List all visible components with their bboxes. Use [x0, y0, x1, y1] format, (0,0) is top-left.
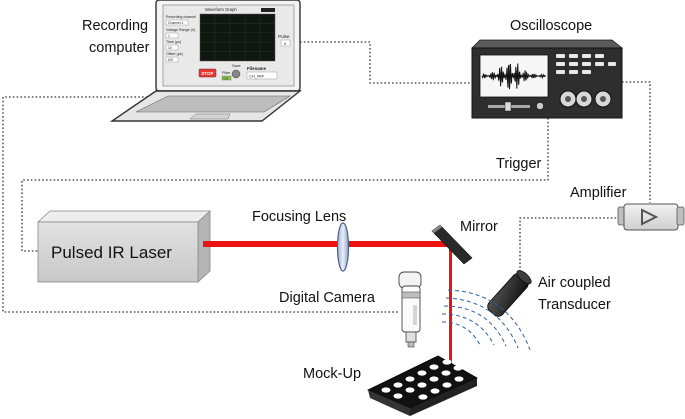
mockup-front [368, 390, 410, 416]
save-label: Save [232, 64, 241, 68]
wire-computer-scope [300, 41, 472, 84]
camera-lens-barrel [405, 331, 417, 343]
time-value: 10 [168, 46, 172, 50]
recording-computer-label-line2: computer [89, 40, 150, 56]
recording-channel-value: Channel 1 [168, 21, 184, 25]
wire-amplifier-transducer [519, 217, 620, 276]
voltage-range-label: Voltage Range (V) [166, 28, 195, 32]
recording-computer: Waveform Graph Recording channel Channel… [109, 0, 303, 122]
scope-small-knob[interactable] [536, 102, 544, 110]
mock-up-label: Mock-Up [303, 366, 361, 382]
pulse-label: Pulse [278, 34, 290, 39]
pulse-field[interactable] [280, 39, 291, 47]
filename-label: Filename [247, 66, 267, 71]
mirror-label: Mirror [460, 219, 498, 235]
laptop-keyboard [135, 95, 292, 113]
mock-up [367, 355, 478, 416]
mirror [431, 224, 473, 265]
laser-front-face [37, 221, 199, 283]
scope-buttons[interactable] [556, 54, 616, 74]
recording-channel-label: Recording channel [166, 15, 196, 19]
camera-label-strip [413, 305, 417, 325]
stop-button-label: STOP [202, 71, 214, 76]
filter-value: ON [224, 76, 229, 80]
offset-value: 100 [168, 58, 174, 62]
laser-beam-vertical [449, 244, 452, 366]
pulsed-ir-laser [36, 210, 212, 283]
amplifier [617, 203, 685, 231]
trigger-label: Trigger [496, 156, 542, 172]
mockup-side [410, 378, 477, 416]
focusing-lens [336, 222, 350, 272]
stop-button[interactable] [198, 68, 217, 78]
filter-toggle[interactable] [221, 75, 232, 81]
voltage-range-field[interactable] [165, 32, 179, 39]
digital-camera-label: Digital Camera [279, 290, 376, 306]
connection-wires [2, 41, 651, 313]
scope-top-face [471, 39, 624, 49]
graph-title: Waveform Graph [205, 7, 237, 12]
laser-beam-horizontal [203, 241, 453, 247]
laser-top-face [36, 210, 212, 223]
oscilloscope-label: Oscilloscope [510, 18, 592, 34]
voltage-range-value: 1 [168, 34, 170, 38]
scope-knob-1-center [565, 96, 571, 102]
filter-label: Filter [222, 71, 231, 75]
save-knob[interactable] [231, 69, 241, 79]
amplifier-triangle-icon [641, 208, 659, 226]
scope-waveform [481, 63, 547, 90]
acoustic-waves [441, 289, 531, 351]
air-coupled-transducer [487, 270, 532, 317]
wire-scope-amplifier [622, 81, 651, 203]
air-coupled-label-line2: Transducer [538, 297, 611, 313]
wire-computer-camera [2, 96, 398, 313]
laser-beam [203, 241, 453, 366]
focusing-lens-label: Focusing Lens [252, 209, 346, 225]
oscilloscope [471, 39, 624, 119]
recording-computer-label-line1: Recording [82, 18, 148, 34]
amplifier-body [623, 203, 679, 231]
pulse-value: 0 [284, 41, 287, 46]
amplifier-connector-right [676, 206, 685, 226]
graph-legend [261, 8, 275, 12]
scope-knob-2-center [581, 96, 587, 102]
recording-channel-field[interactable] [165, 19, 189, 26]
mockup-holes [381, 359, 464, 400]
camera-band [401, 291, 421, 299]
filename-value: CH_### [249, 74, 264, 79]
laptop-trackpad [189, 113, 231, 120]
time-field[interactable] [165, 44, 179, 51]
pulsed-ir-laser-label: Pulsed IR Laser [51, 243, 172, 262]
waveform-graph[interactable] [199, 13, 276, 62]
camera-lens-tip [407, 341, 415, 348]
digital-camera [398, 271, 422, 348]
offset-label: Offset (µs) [166, 52, 183, 56]
time-label: Time (µs) [166, 40, 181, 44]
scope-slider-knob[interactable] [504, 101, 512, 112]
scope-knob-3-center [600, 96, 606, 102]
filename-field[interactable] [246, 71, 278, 80]
offset-field[interactable] [165, 56, 179, 63]
amplifier-label: Amplifier [570, 185, 627, 201]
air-coupled-label-line1: Air coupled [538, 275, 611, 291]
graph-grid [200, 14, 275, 61]
